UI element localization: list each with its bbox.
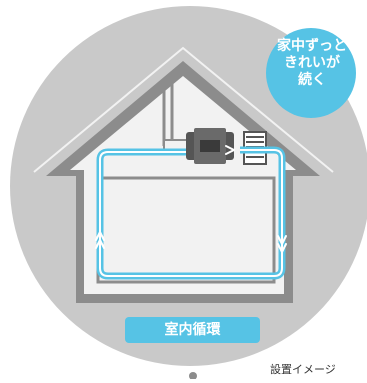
ventilation-unit-core: [200, 140, 220, 152]
badge-line-3: 続く: [298, 72, 326, 88]
room-label: 室内循環: [164, 322, 221, 338]
duct-pipe: [162, 80, 174, 146]
airflow-loop-inner: [99, 149, 283, 277]
roof-line: [33, 46, 334, 173]
airflow-arrow-icon: [95, 145, 287, 253]
badge-bubble: [266, 28, 356, 118]
room-label-pill: [125, 317, 260, 343]
badge-line-2: きれいが: [284, 55, 340, 71]
badge-text: 家中ずっと きれいが 続く: [262, 38, 362, 89]
house-interior: [70, 76, 296, 294]
caption: 設置イメージ: [270, 363, 336, 376]
bottom-dot: [189, 372, 197, 380]
badge-line-1: 家中ずっと: [277, 38, 347, 54]
